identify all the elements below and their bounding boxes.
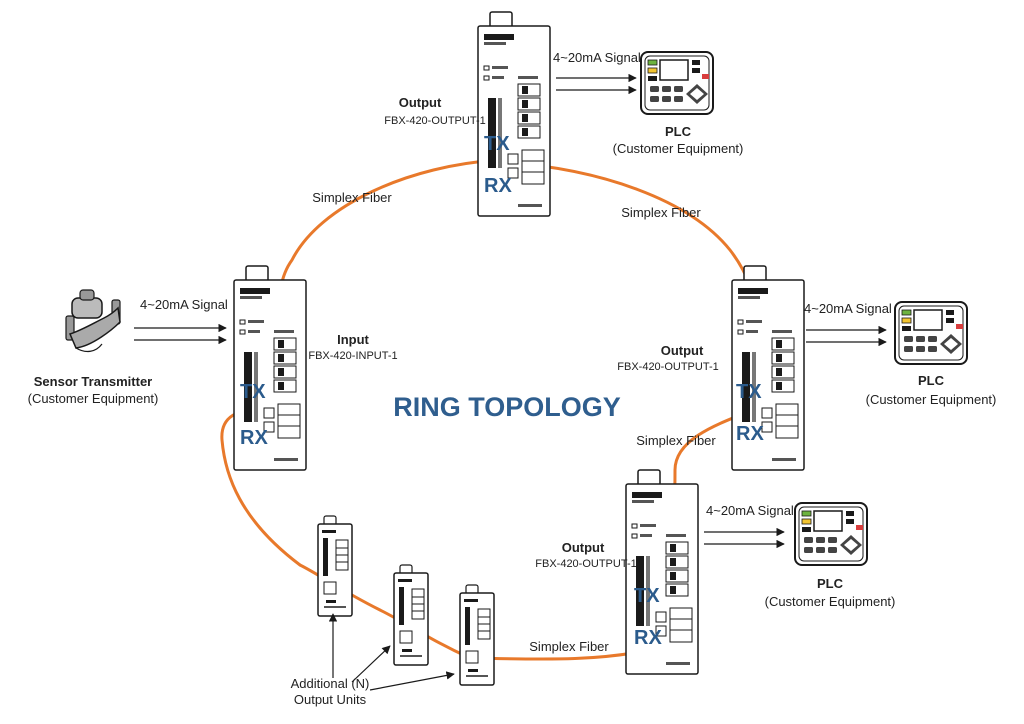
rx-label: RX — [634, 627, 662, 649]
additional-line2: Output Units — [294, 692, 367, 707]
fiber-label: Simplex Fiber — [636, 433, 716, 448]
fiber-label: Simplex Fiber — [529, 639, 609, 654]
plc-right-group: 4~20mA Signal PLC (Customer Equipment) — [804, 301, 996, 407]
plc-icon — [794, 502, 868, 566]
fiber-label: Simplex Fiber — [621, 205, 701, 220]
output-unit-top: TX RX Output FBX-420-OUTPUT-1 — [384, 11, 551, 217]
output-unit-right: TX RX Output FBX-420-OUTPUT-1 — [617, 265, 805, 471]
signal-label: 4~20mA Signal — [553, 50, 641, 65]
tx-label: TX — [240, 381, 266, 403]
additional-units: Additional (N) Output Units — [291, 515, 495, 707]
input-name: Input — [337, 332, 369, 347]
tx-label: TX — [736, 381, 762, 403]
rx-label: RX — [240, 427, 268, 449]
output-model: FBX-420-OUTPUT-1 — [384, 115, 485, 127]
diagram-title: RING TOPOLOGY — [393, 392, 621, 422]
tx-label: TX — [484, 133, 510, 155]
small-output-unit-icon — [459, 584, 495, 686]
plc-name: PLC — [665, 124, 692, 139]
output-unit-bottom: TX RX Output FBX-420-OUTPUT-1 — [535, 469, 699, 675]
input-unit: TX RX Input FBX-420-INPUT-1 — [233, 265, 398, 471]
plc-icon — [894, 301, 968, 365]
sensor-group: 4~20mA Signal Sensor Transmitter (Custom… — [28, 289, 228, 406]
sensor-transmitter-icon — [65, 289, 121, 353]
additional-line1: Additional (N) — [291, 676, 370, 691]
rx-label: RX — [484, 175, 512, 197]
input-model: FBX-420-INPUT-1 — [308, 350, 397, 362]
output-model: FBX-420-OUTPUT-1 — [617, 361, 718, 373]
small-output-unit-icon — [317, 515, 353, 617]
signal-label: 4~20mA Signal — [804, 301, 892, 316]
plc-sub: (Customer Equipment) — [866, 392, 997, 407]
plc-sub: (Customer Equipment) — [765, 594, 896, 609]
output-name: Output — [399, 95, 442, 110]
plc-top-group: 4~20mA Signal PLC (Customer Equipment) — [553, 50, 743, 156]
sensor-name: Sensor Transmitter — [34, 374, 153, 389]
fiber-label: Simplex Fiber — [312, 190, 392, 205]
small-output-unit-icon — [393, 564, 429, 666]
output-name: Output — [562, 540, 605, 555]
signal-label: 4~20mA Signal — [706, 503, 794, 518]
plc-name: PLC — [918, 373, 945, 388]
plc-sub: (Customer Equipment) — [613, 141, 744, 156]
signal-label: 4~20mA Signal — [140, 297, 228, 312]
tx-label: TX — [634, 585, 660, 607]
plc-bottom-group: 4~20mA Signal PLC (Customer Equipment) — [704, 502, 896, 609]
sensor-sub: (Customer Equipment) — [28, 391, 159, 406]
rx-label: RX — [736, 423, 764, 445]
plc-icon — [640, 51, 714, 115]
plc-name: PLC — [817, 576, 844, 591]
output-model: FBX-420-OUTPUT-1 — [535, 558, 636, 570]
output-name: Output — [661, 343, 704, 358]
